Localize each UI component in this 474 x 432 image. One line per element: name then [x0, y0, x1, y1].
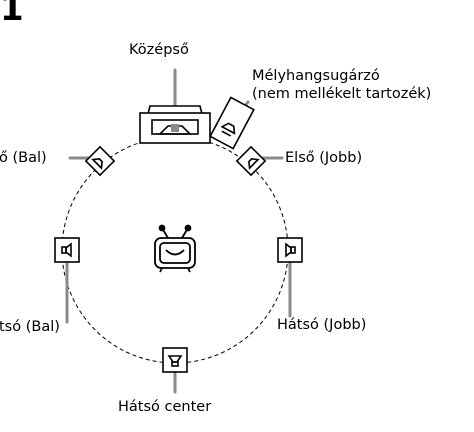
subwoofer-label-line2: (nem mellékelt tartozék)	[252, 86, 432, 102]
step-number: 1	[0, 0, 24, 29]
front-right-label: Első (Jobb)	[285, 150, 363, 166]
center-speaker-icon	[139, 105, 211, 144]
rear-right-label: Hátsó (Jobb)	[277, 317, 367, 333]
tv-icon	[154, 224, 196, 273]
rear-center-speaker-icon	[162, 347, 188, 373]
rear-center-label: Hátsó center	[118, 399, 212, 415]
subwoofer-icon	[209, 96, 255, 150]
subwoofer-label-line1: Mélyhangsugárzó	[252, 68, 380, 84]
rear-right-speaker-icon	[277, 237, 303, 263]
front-left-label: ő (Bal)	[0, 150, 47, 166]
front-right-speaker-icon	[235, 145, 267, 177]
center-speaker-label: Középső	[129, 42, 189, 58]
rear-left-speaker-icon	[54, 237, 80, 263]
front-left-speaker-icon	[84, 145, 116, 177]
rear-left-label: tsó (Bal)	[0, 319, 60, 335]
